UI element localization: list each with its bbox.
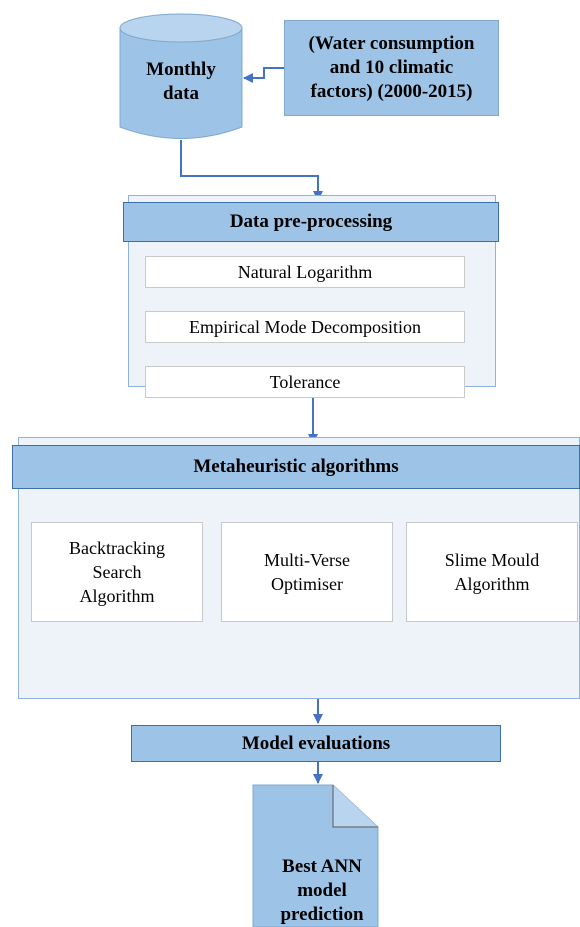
step-empirical-mode-decomposition: Empirical Mode Decomposition — [145, 311, 465, 343]
algorithm-multi-verse-optimiser: Multi-Verse Optimiser — [221, 522, 393, 622]
algorithm-slime-mould: Slime Mould Algorithm — [406, 522, 578, 622]
database-cylinder-icon — [119, 13, 243, 139]
data-source-label: (Water consumption and 10 climatic facto… — [308, 33, 475, 102]
algorithm-backtracking-search: Backtracking Search Algorithm — [31, 522, 203, 622]
step-natural-logarithm: Natural Logarithm — [145, 256, 465, 288]
document-icon — [252, 784, 379, 927]
output-label: Best ANN model prediction — [280, 855, 364, 925]
data-to-preprocessing-arrow — [180, 140, 323, 201]
source-to-data-arrow — [243, 67, 284, 83]
step-tolerance: Tolerance — [145, 366, 465, 398]
monthly-data-label: Monthly data — [146, 59, 216, 104]
data-source-box: (Water consumption and 10 climatic facto… — [284, 20, 499, 116]
model-evaluations-box: Model evaluations — [131, 725, 501, 762]
preprocessing-title: Data pre-processing — [123, 202, 499, 242]
metaheuristic-title: Metaheuristic algorithms — [12, 445, 580, 489]
